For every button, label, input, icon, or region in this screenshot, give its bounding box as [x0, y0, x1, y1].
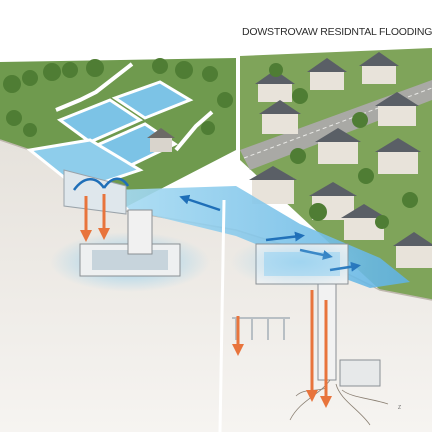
- diagram-title: DOWSTROVAW RESIDNTAL FLOODING: [242, 26, 432, 38]
- surface-pipe-left: [55, 62, 134, 112]
- houses: [249, 52, 432, 268]
- left-underground-tank: [50, 209, 210, 292]
- signature-mark: Z: [398, 405, 402, 411]
- neighborhood-trees: [269, 63, 418, 229]
- surface-pipe-mid: [174, 110, 214, 152]
- left-trees: [3, 58, 233, 137]
- seepage-arrows: [80, 194, 332, 408]
- pump-house: [147, 128, 175, 152]
- left-inlet-tunnel: [63, 169, 127, 215]
- panel-divider: [218, 199, 226, 432]
